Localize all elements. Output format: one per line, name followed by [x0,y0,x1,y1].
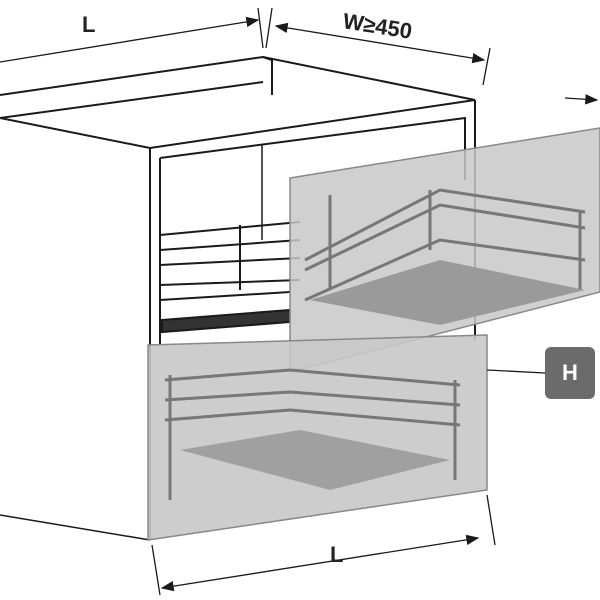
dimension-lines [0,7,599,596]
inner-drawer-basket [159,221,301,334]
length-bottom-label: L [330,542,343,567]
lower-drawer-front [147,334,488,541]
upper-drawer-front [289,127,600,373]
height-badge: H [545,347,595,399]
length-top-label: L [82,12,95,37]
